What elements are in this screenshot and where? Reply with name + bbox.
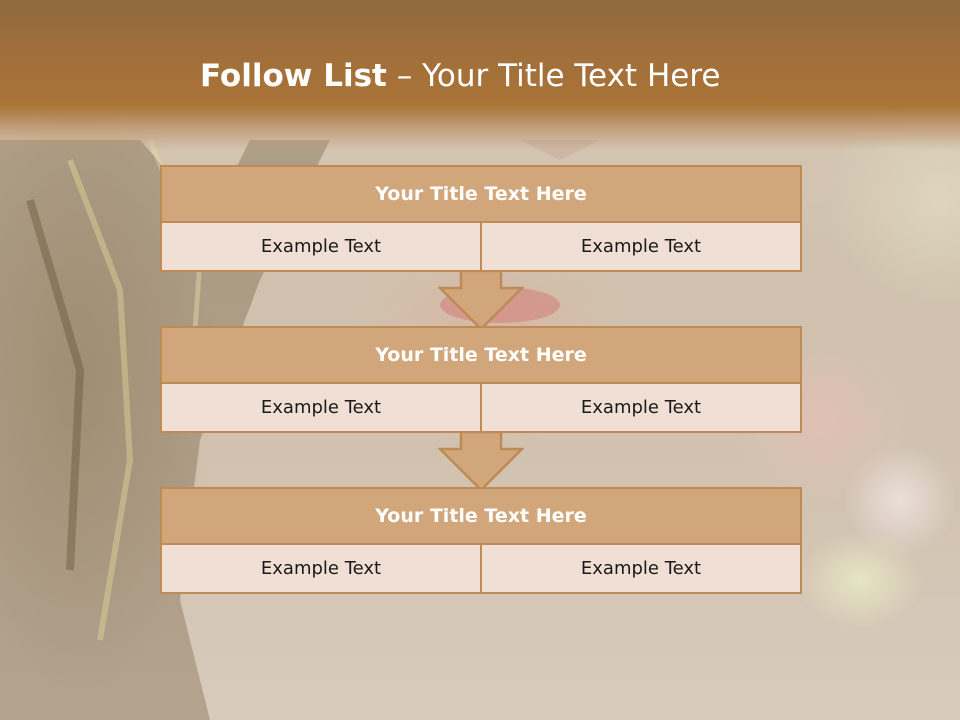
stage-title: Your Title Text Here xyxy=(160,326,802,384)
stage-cell-left: Example Text xyxy=(160,543,482,594)
slide-title: Follow List – Your Title Text Here xyxy=(200,56,900,100)
stage-cell-left: Example Text xyxy=(160,221,482,272)
down-arrow-icon xyxy=(438,270,524,331)
header-band xyxy=(0,0,960,150)
stage-title: Your Title Text Here xyxy=(160,487,802,545)
down-arrow-icon xyxy=(438,431,524,492)
slide-title-rest: – Your Title Text Here xyxy=(386,58,721,94)
list-stage-1: Your Title Text Here Example Text Exampl… xyxy=(160,165,802,272)
stage-cell-right: Example Text xyxy=(480,543,802,594)
stage-cell-right: Example Text xyxy=(480,382,802,433)
stage-cell-right: Example Text xyxy=(480,221,802,272)
slide-title-strong: Follow List xyxy=(200,58,387,94)
stage-title: Your Title Text Here xyxy=(160,165,802,223)
list-stage-3: Your Title Text Here Example Text Exampl… xyxy=(160,487,802,594)
stage-cell-left: Example Text xyxy=(160,382,482,433)
list-stage-2: Your Title Text Here Example Text Exampl… xyxy=(160,326,802,433)
